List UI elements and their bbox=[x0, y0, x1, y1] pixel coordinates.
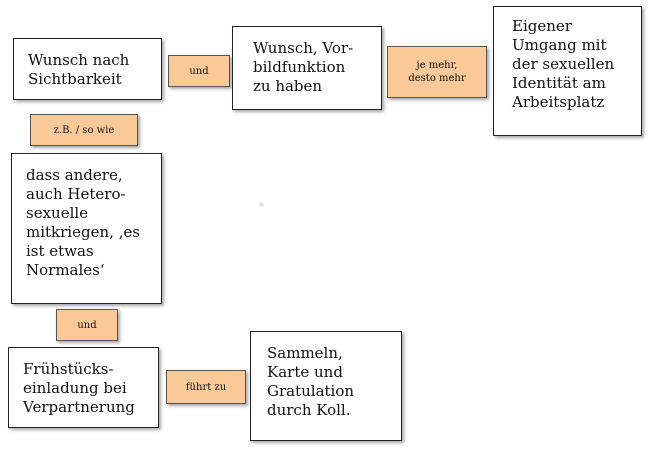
connector-fuehrt-zu: führt zu bbox=[166, 370, 246, 404]
node-wunsch-nach-sichtbarkeit: Wunsch nach Sichtbarkeit bbox=[13, 38, 162, 100]
connector-und-top: und bbox=[168, 55, 230, 87]
node-dass-andere: dass andere, auch Hetero- sexuelle mitkr… bbox=[11, 153, 162, 304]
node-eigener-umgang: Eigener Umgang mit der sexuellen Identit… bbox=[493, 6, 642, 136]
node-sammeln-karte-gratulation: Sammeln, Karte und Gratulation durch Kol… bbox=[250, 331, 402, 441]
node-wunsch-vorbildfunktion: Wunsch, Vor- bildfunktion zu haben bbox=[232, 26, 382, 110]
connector-und-middle: und bbox=[56, 309, 118, 341]
connector-je-mehr-desto-mehr: je mehr, desto mehr bbox=[387, 46, 487, 98]
center-dot bbox=[259, 202, 264, 207]
connector-zb-so-wie: z.B. / so wie bbox=[30, 114, 138, 146]
node-fruehstueckseinladung: Frühstücks- einladung bei Verpartnerung bbox=[8, 347, 159, 428]
